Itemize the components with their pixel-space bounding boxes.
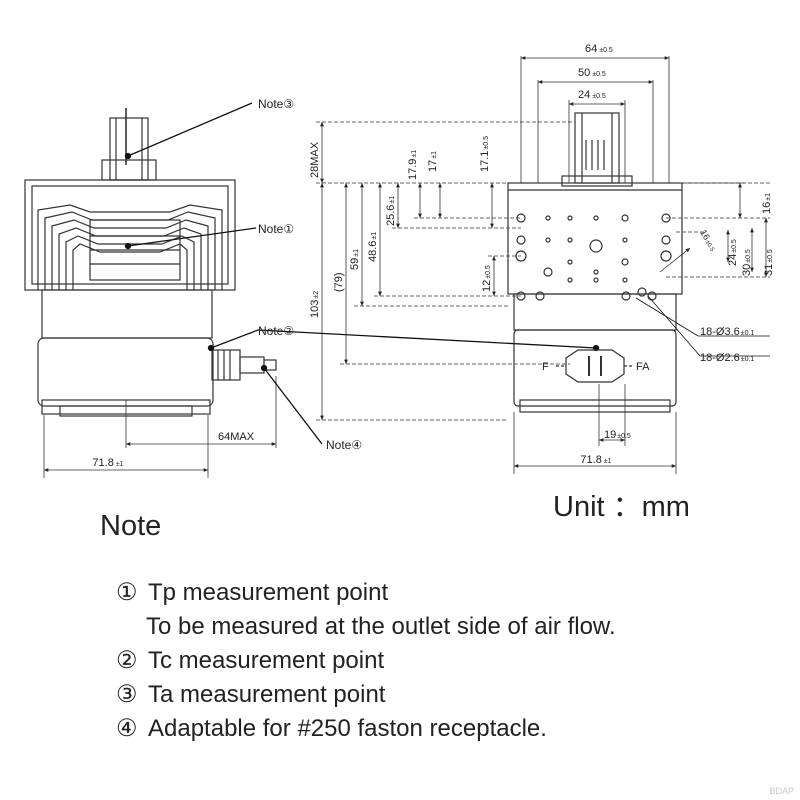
dim-64: 64±0.5 bbox=[585, 43, 613, 55]
terminal-connector bbox=[556, 349, 634, 383]
dim-50: 50±0.5 bbox=[578, 67, 606, 79]
notes-list: ① Tp measurement point To be measured at … bbox=[116, 576, 776, 746]
notes-heading: Note bbox=[100, 510, 162, 542]
side-view bbox=[24, 108, 277, 478]
right-side-dimension-texts: 16±1 16±0.5 24±0.5 30±0.5 31±0.5 bbox=[698, 193, 775, 276]
dim-19: 19±0.5 bbox=[604, 429, 631, 441]
mounting-holes bbox=[515, 213, 672, 301]
dim-79: (79) bbox=[333, 272, 345, 292]
top-dimension-texts: 64±0.5 50±0.5 24±0.5 bbox=[578, 43, 613, 101]
dim-17-1: 17.1±0.5 bbox=[479, 136, 491, 172]
dim-103: 103±2 bbox=[309, 291, 321, 318]
watermark: BDAP bbox=[769, 786, 794, 796]
dim-28max: 28MAX bbox=[309, 141, 321, 178]
note-item-1-detail: To be measured at the outlet side of air… bbox=[116, 610, 776, 644]
top-view-antenna bbox=[561, 112, 633, 187]
left-dim-width: 71.8±1 bbox=[92, 457, 123, 469]
note-text-1: Tp measurement point bbox=[148, 579, 389, 606]
top-view bbox=[316, 56, 770, 474]
note-text-4: Adaptable for #250 faston receptacle. bbox=[148, 715, 547, 742]
magnet-body bbox=[37, 289, 214, 417]
note-text-1-detail: To be measured at the outlet side of air… bbox=[146, 613, 616, 640]
note-item-4: ④ Adaptable for #250 faston receptacle. bbox=[116, 712, 776, 746]
dim-64max: 64MAX bbox=[218, 431, 255, 443]
dim-24-top: 24±0.5 bbox=[578, 89, 606, 101]
right-dim-width: 71.8±1 bbox=[580, 454, 611, 466]
dim-30: 30±0.5 bbox=[741, 249, 753, 276]
note4-label: Note④ bbox=[326, 438, 362, 452]
dim-16-diag: 16±0.5 bbox=[698, 228, 718, 253]
dim-17: 17±1 bbox=[427, 151, 439, 172]
filament-terminal bbox=[211, 349, 277, 381]
dim-24-right: 24±0.5 bbox=[727, 239, 739, 266]
unit-label: Unit ：mm bbox=[553, 491, 690, 523]
right-dimension-lines bbox=[316, 56, 770, 474]
holes-3-6-label: 18-Ø3.6±0.1 bbox=[700, 326, 754, 338]
note3-label: Note③ bbox=[258, 97, 294, 111]
dim-12: 12±0.5 bbox=[481, 265, 493, 292]
note-marker-2: ② bbox=[116, 647, 138, 674]
note2-label: Note② bbox=[258, 324, 294, 338]
dim-48-6: 48.6±1 bbox=[367, 232, 379, 262]
dim-17-9: 17.9±1 bbox=[407, 150, 419, 180]
note-marker-1: ① bbox=[116, 579, 138, 606]
note-item-2: ② Tc measurement point bbox=[116, 644, 776, 678]
terminal-fa-label: FA bbox=[636, 361, 650, 373]
dim-59: 59±1 bbox=[349, 249, 361, 270]
note1-label: Note① bbox=[258, 222, 294, 236]
note-leaders bbox=[124, 102, 600, 445]
terminal-f-label: F bbox=[542, 361, 549, 373]
dim-31: 31±0.5 bbox=[763, 249, 775, 276]
mounting-plate bbox=[507, 182, 745, 413]
antenna bbox=[101, 108, 157, 181]
vertical-dimension-texts: 28MAX 103±2 (79) 59±1 48.6±1 25.6±1 17.9… bbox=[309, 136, 493, 318]
note-item-1: ① Tp measurement point bbox=[116, 576, 776, 610]
note-text-3: Ta measurement point bbox=[148, 681, 386, 708]
note-item-3: ③ Ta measurement point bbox=[116, 678, 776, 712]
note-text-2: Tc measurement point bbox=[148, 647, 385, 674]
left-dimension-lines bbox=[43, 376, 277, 478]
note-marker-4: ④ bbox=[116, 715, 138, 742]
holes-2-6-label: 18-Ø2.6±0.1 bbox=[700, 352, 754, 364]
note-marker-3: ③ bbox=[116, 681, 138, 708]
dim-16-right: 16±1 bbox=[761, 193, 773, 214]
dim-25-6: 25.6±1 bbox=[385, 196, 397, 226]
